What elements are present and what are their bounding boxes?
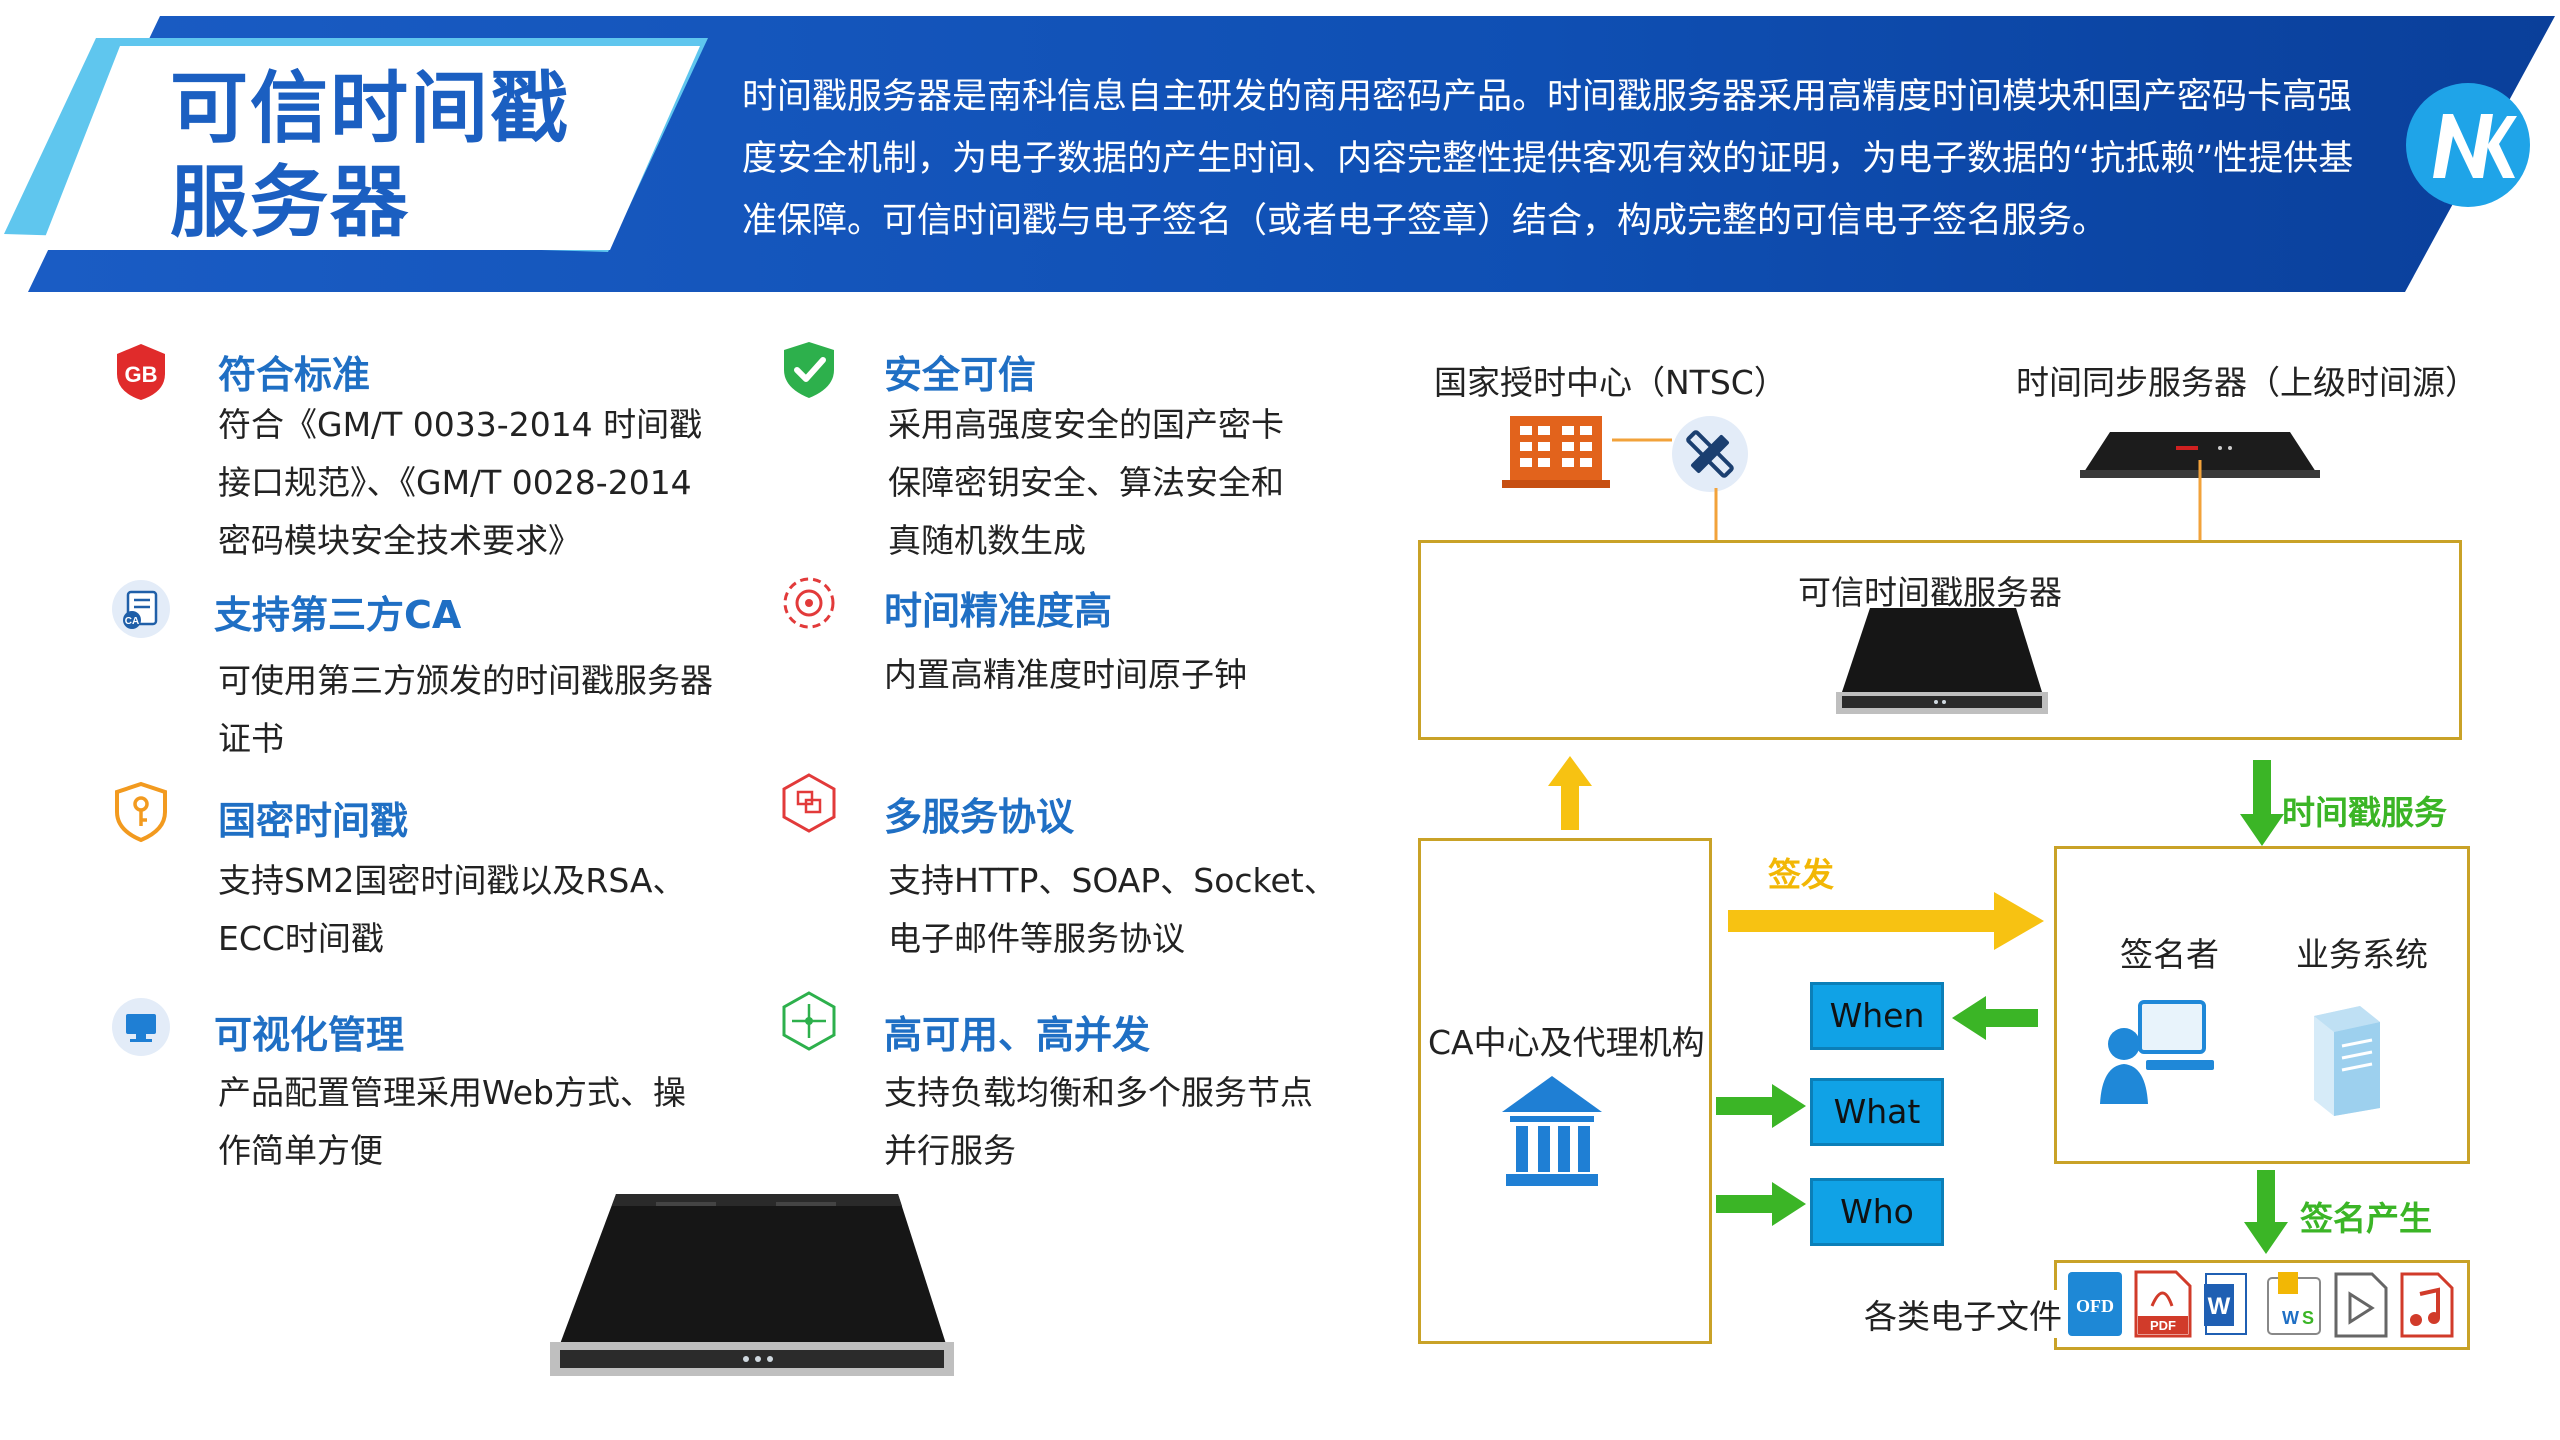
signer-computer-icon <box>2100 1000 2214 1104</box>
documents-label: 各类电子文件 <box>1864 1290 2062 1338</box>
feature-title-visual-management: 可视化管理 <box>214 1013 405 1057</box>
shield-check-icon <box>784 342 834 398</box>
who-box: Who <box>1810 1178 1944 1246</box>
timestamp-server-label: 可信时间戳服务器 <box>1798 573 2062 612</box>
timestamp-server-device-icon <box>1836 608 2048 714</box>
document-type-icons: OFD PDF W W S <box>2068 1270 2454 1338</box>
certificate-icon: CA <box>112 580 170 638</box>
who-arrow-icon <box>1716 1182 1806 1226</box>
feature-desc-protocols: 支持HTTP、SOAP、Socket、电子邮件等服务协议 <box>888 861 1337 958</box>
header-banner <box>4 16 2555 292</box>
gb-badge-icon: GB <box>117 344 165 400</box>
page-title: 可信时间戳 服务器 <box>170 62 570 250</box>
server-product-image <box>550 1194 954 1376</box>
cluster-icon <box>782 991 836 1051</box>
svg-text:S: S <box>2302 1308 2314 1328</box>
sync-server-label: 时间同步服务器（上级时间源） <box>2016 363 2478 402</box>
protocol-icon <box>782 773 836 833</box>
what-box: What <box>1810 1078 1944 1146</box>
feature-desc-third-party-ca: 可使用第三方颁发的时间戳服务器证书 <box>218 661 713 758</box>
ntsc-building-icon <box>1502 416 1610 488</box>
feature-desc-visual-management: 产品配置管理采用Web方式、操作简单方便 <box>218 1073 686 1170</box>
ofd-icon: OFD <box>2068 1272 2122 1336</box>
svg-text:OFD: OFD <box>2076 1296 2114 1316</box>
svg-text:W: W <box>2282 1308 2299 1328</box>
key-shield-icon <box>115 781 167 843</box>
business-server-icon <box>2314 1006 2380 1116</box>
feature-title-third-party-ca: 支持第三方CA <box>214 593 462 637</box>
title-line-1: 可信时间戳 <box>170 64 571 154</box>
satellite-icon <box>1672 416 1748 492</box>
feature-desc-standard: 符合《GM/T 0033-2014 时间戳接口规范》、《GM/T 0028-20… <box>218 405 703 560</box>
video-icon <box>2334 1272 2388 1338</box>
feature-title-precision: 时间精准度高 <box>884 589 1113 633</box>
svg-text:CA: CA <box>125 616 139 627</box>
nk-logo-icon <box>2406 83 2530 207</box>
signer-business-box <box>2054 846 2470 1164</box>
institution-icon <box>1502 1076 1602 1186</box>
feature-title-standard: 符合标准 <box>218 353 371 397</box>
svg-text:W: W <box>2208 1293 2231 1320</box>
signer-label: 签名者 <box>2120 935 2219 974</box>
sign-produce-label: 签名产生 <box>2300 1199 2432 1238</box>
business-label: 业务系统 <box>2296 935 2428 974</box>
green-down-arrow-icon <box>2240 760 2284 846</box>
pdf-icon: PDF <box>2134 1270 2192 1338</box>
ca-center-label: CA中心及代理机构 <box>1428 1023 1705 1062</box>
title-line-2: 服务器 <box>170 158 411 248</box>
sign-produce-arrow-icon <box>2244 1170 2288 1254</box>
when-box: When <box>1810 982 1944 1050</box>
precision-target-icon <box>783 577 835 629</box>
svg-text:PDF: PDF <box>2150 1318 2176 1333</box>
feature-title-protocols: 多服务协议 <box>884 795 1075 839</box>
timestamp-service-label: 时间戳服务 <box>2282 793 2447 832</box>
word-icon: W <box>2204 1273 2247 1335</box>
what-arrow-icon <box>1716 1084 1806 1128</box>
feature-title-secure: 安全可信 <box>884 353 1037 397</box>
svg-text:GB: GB <box>125 362 158 387</box>
feature-title-high-availability: 高可用、高并发 <box>884 1013 1151 1057</box>
when-arrow-icon <box>1952 996 2038 1040</box>
yellow-up-arrow-icon <box>1548 756 1592 830</box>
header-description: 时间戳服务器是南科信息自主研发的商用密码产品。时间戳服务器采用高精度时间模块和国… <box>742 77 2354 241</box>
feature-desc-gm-timestamp: 支持SM2国密时间戳以及RSA、ECC时间戳 <box>218 861 686 958</box>
wps-icon: W S <box>2267 1272 2321 1335</box>
feature-title-gm-timestamp: 国密时间戳 <box>218 799 409 843</box>
ntsc-label: 国家授时中心（NTSC） <box>1434 363 1787 402</box>
feature-desc-secure: 采用高强度安全的国产密卡保障密钥安全、算法安全和真随机数生成 <box>888 405 1284 560</box>
monitor-icon <box>112 998 170 1056</box>
feature-desc-precision: 内置高精准度时间原子钟 <box>884 655 1247 694</box>
issue-arrow-icon <box>1728 892 2044 950</box>
feature-desc-high-availability: 支持负载均衡和多个服务节点并行服务 <box>884 1073 1313 1170</box>
music-icon <box>2400 1272 2454 1338</box>
issue-label: 签发 <box>1768 855 1834 894</box>
